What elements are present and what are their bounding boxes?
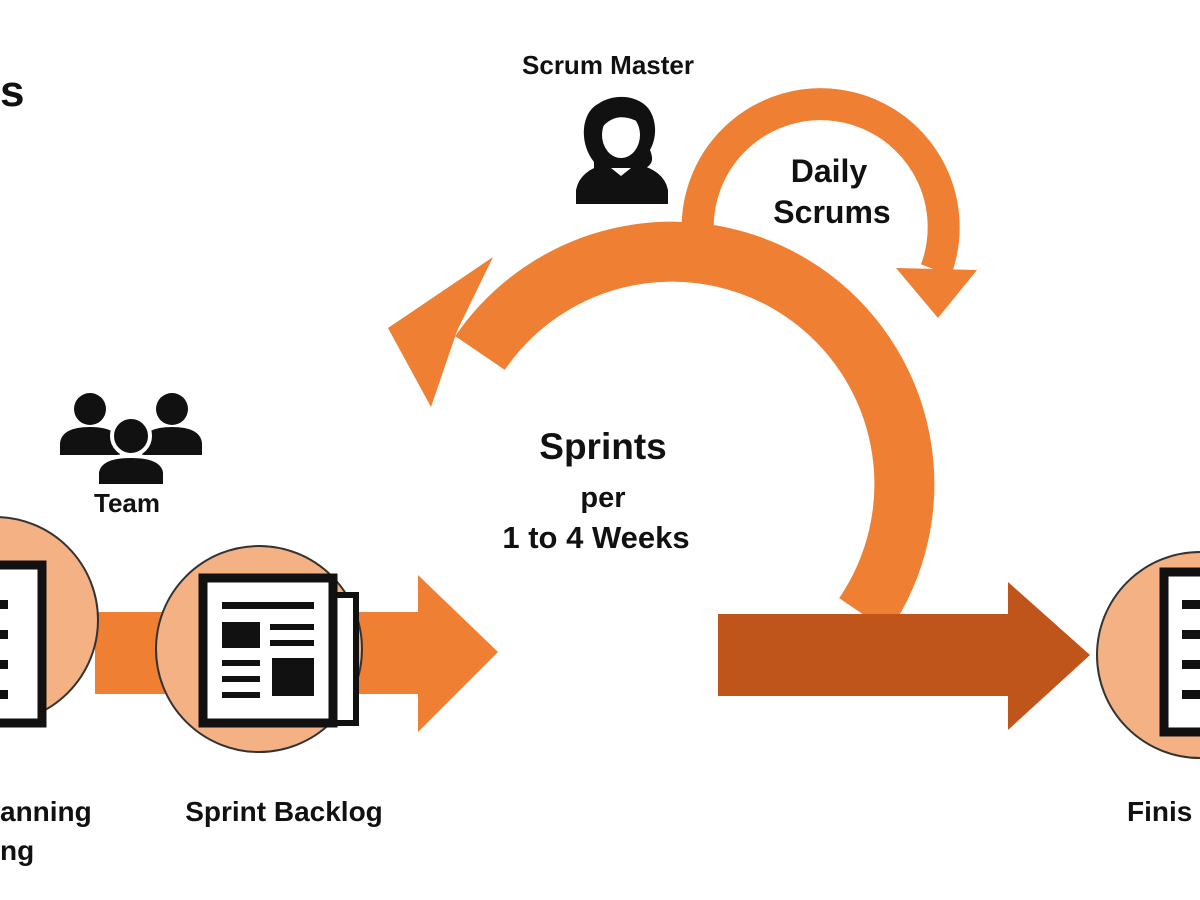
finished-label: Finis	[1127, 796, 1193, 827]
sprints-label: Sprints	[539, 426, 667, 467]
sprint-backlog-label: Sprint Backlog	[185, 796, 383, 827]
sprint-loop-arrow	[388, 221, 935, 632]
planning-label-line1: anning	[0, 796, 92, 827]
daily-scrums-label-line2: Scrums	[773, 194, 891, 230]
daily-scrums-label-line1: Daily	[790, 153, 868, 189]
input-arrow	[350, 575, 498, 732]
document-icon	[0, 560, 47, 728]
team-label: Team	[94, 488, 160, 518]
sprint-duration-label: 1 to 4 Weeks	[502, 520, 690, 555]
team-group-icon	[60, 393, 202, 488]
planning-label-line2: ng	[0, 835, 35, 866]
daily-scrums-loop-arrow	[681, 88, 977, 318]
sprints-per-label: per	[580, 482, 626, 514]
connector-bar	[95, 612, 165, 694]
scrum-master-label: Scrum Master	[522, 50, 694, 80]
woman-user-icon	[576, 96, 668, 204]
newspaper-icon	[198, 573, 359, 728]
title-fragment: s	[0, 67, 25, 116]
document-icon	[1159, 567, 1200, 737]
output-arrow	[718, 582, 1090, 730]
